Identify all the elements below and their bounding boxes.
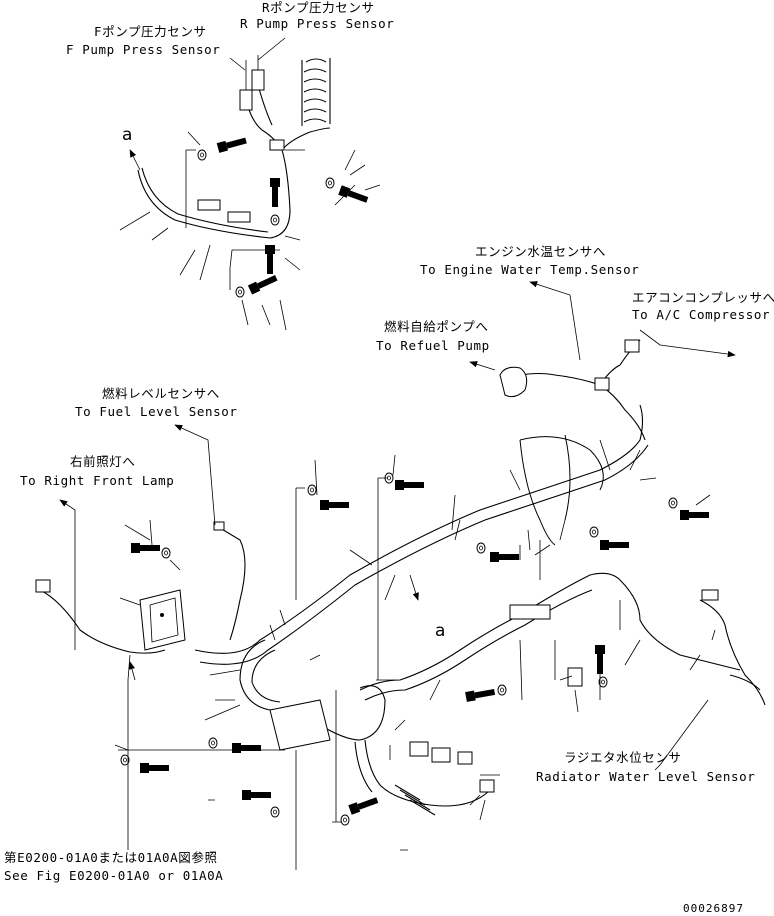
bolt (348, 795, 379, 815)
reference-a-mid: a (435, 621, 445, 641)
see-fig-label-jp: 第E0200-01A0または01A0A図参照 (4, 850, 218, 865)
bolt (465, 687, 496, 702)
engine-water-label-en: To Engine Water Temp.Sensor (420, 262, 639, 277)
radiator-label-jp: ラジエタ水位センサ (564, 750, 682, 765)
bolt (490, 552, 519, 562)
bolt (140, 763, 169, 773)
engine-water-label-jp: エンジン水温センサへ (475, 244, 606, 259)
bolt (232, 743, 261, 753)
bolt (242, 790, 271, 800)
bolt (395, 480, 424, 490)
r-pump-label-jp: Rポンプ圧力センサ (262, 0, 375, 15)
bolt (247, 273, 279, 295)
bolt (338, 185, 369, 205)
drawing-number: 00026897 (683, 902, 744, 915)
bolt (270, 178, 280, 207)
r-pump-label-en: R Pump Press Sensor (240, 16, 394, 31)
bolt (216, 135, 248, 153)
f-pump-sensor (239, 89, 253, 111)
r-pump-sensor (251, 69, 265, 91)
fuel-level-label-jp: 燃料レベルセンサへ (102, 386, 220, 401)
bolt (265, 245, 275, 274)
main-harness: a (35, 281, 766, 870)
mounting-bracket (139, 589, 186, 651)
pump-sensor-subassembly: a (119, 37, 381, 331)
fuel-level-label-en: To Fuel Level Sensor (75, 404, 238, 419)
coiled-hose (301, 58, 331, 126)
f-pump-label-en: F Pump Press Sensor (66, 42, 220, 57)
ac-label-jp: エアコンコンプレッサへ (632, 290, 774, 305)
refuel-label-en: To Refuel Pump (376, 338, 490, 353)
top-harness (137, 127, 331, 239)
front-lamp-label-en: To Right Front Lamp (20, 473, 174, 488)
see-fig-label-en: See Fig E0200-01A0 or 01A0A (4, 868, 223, 883)
ac-label-en: To A/C Compressor (632, 307, 770, 322)
refuel-label-jp: 燃料自給ポンプへ (384, 319, 488, 334)
reference-a-top: a (122, 125, 132, 145)
bolt (320, 500, 349, 510)
radiator-label-en: Radiator Water Level Sensor (536, 769, 755, 784)
callout-labels: Rポンプ圧力センサ R Pump Press Sensor Fポンプ圧力センサ … (4, 0, 774, 915)
f-pump-label-jp: Fポンプ圧力センサ (94, 24, 207, 39)
bolt (600, 540, 629, 550)
front-lamp-label-jp: 右前照灯へ (70, 454, 136, 469)
cover-plate (269, 699, 331, 751)
bolt (680, 510, 709, 520)
bolt (131, 543, 160, 553)
